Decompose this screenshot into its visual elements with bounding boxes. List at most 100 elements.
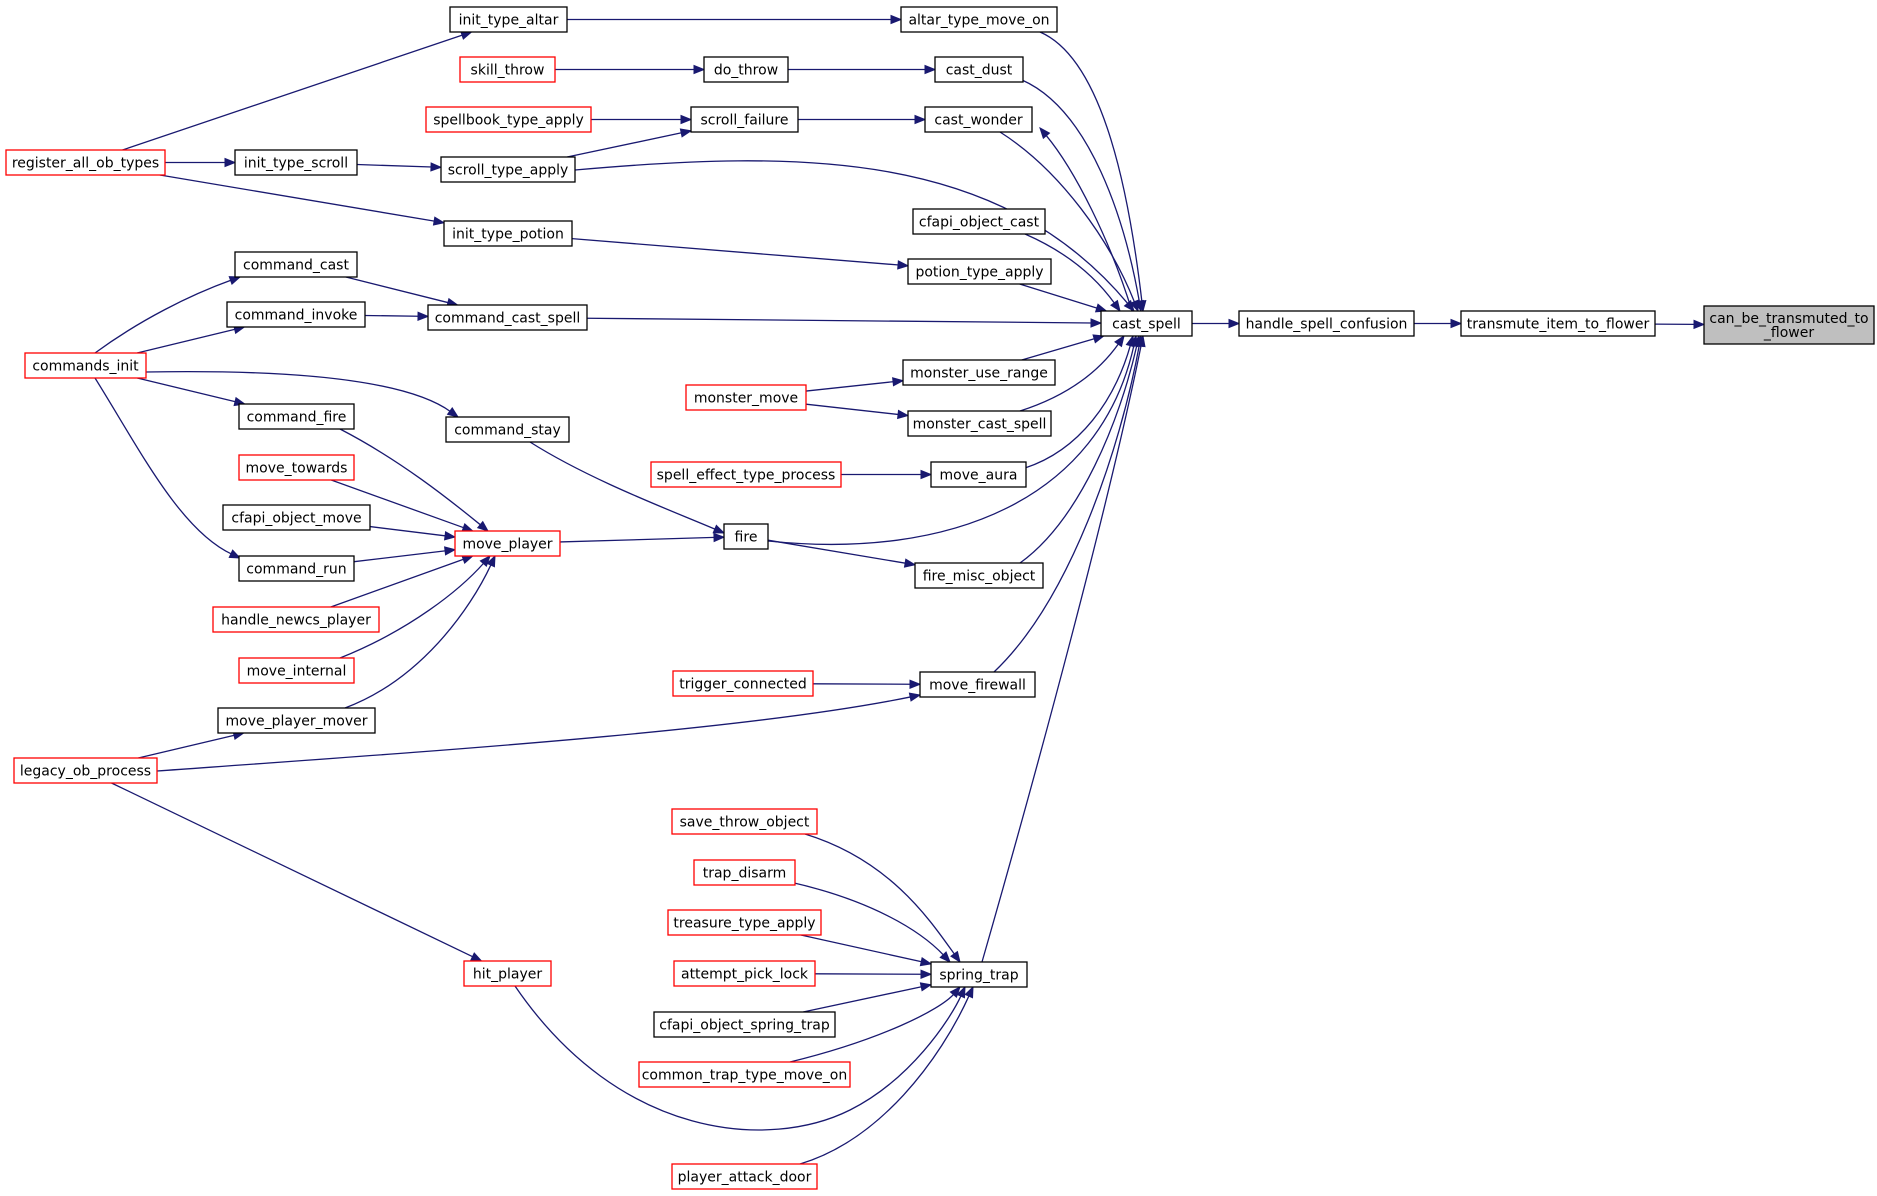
node-box[interactable] (443, 220, 573, 247)
node-box[interactable] (912, 208, 1046, 235)
node-box[interactable] (667, 909, 822, 936)
node-hit_player[interactable]: hit_player (463, 960, 552, 987)
node-move_player[interactable]: move_player (454, 530, 561, 557)
node-box[interactable] (427, 304, 588, 331)
node-box[interactable] (934, 56, 1024, 83)
node-box[interactable] (1703, 305, 1875, 345)
node-do_throw[interactable]: do_throw (703, 56, 789, 83)
node-cast_wonder[interactable]: cast_wonder (924, 106, 1033, 133)
node-box[interactable] (425, 106, 592, 133)
node-handle_spell_confusion[interactable]: handle_spell_confusion (1238, 310, 1415, 337)
node-register_all_ob_types[interactable]: register_all_ob_types (5, 149, 166, 176)
node-fire_misc_object[interactable]: fire_misc_object (914, 562, 1044, 589)
node-box[interactable] (690, 106, 799, 133)
node-spellbook_type_apply[interactable]: spellbook_type_apply (425, 106, 592, 133)
node-init_type_scroll[interactable]: init_type_scroll (234, 149, 358, 176)
node-init_type_altar[interactable]: init_type_altar (449, 6, 568, 33)
node-box[interactable] (24, 352, 147, 379)
node-cast_spell[interactable]: cast_spell (1100, 310, 1193, 337)
node-transmute_item_to_flower[interactable]: transmute_item_to_flower (1460, 310, 1656, 337)
node-box[interactable] (638, 1061, 851, 1088)
node-cfapi_object_spring_trap[interactable]: cfapi_object_spring_trap (653, 1011, 836, 1038)
node-trap_disarm[interactable]: trap_disarm (693, 859, 796, 886)
node-box[interactable] (673, 960, 816, 987)
node-box[interactable] (671, 1163, 818, 1190)
node-common_trap_type_move_on[interactable]: common_trap_type_move_on (638, 1061, 851, 1088)
node-box[interactable] (653, 1011, 836, 1038)
node-command_run[interactable]: command_run (238, 555, 355, 582)
node-command_fire[interactable]: command_fire (238, 403, 355, 430)
node-handle_newcs_player[interactable]: handle_newcs_player (212, 606, 380, 633)
node-box[interactable] (685, 384, 807, 411)
node-box[interactable] (1238, 310, 1415, 337)
node-scroll_type_apply[interactable]: scroll_type_apply (440, 156, 576, 183)
node-scroll_failure[interactable]: scroll_failure (690, 106, 799, 133)
node-spring_trap[interactable]: spring_trap (930, 961, 1028, 988)
node-box[interactable] (1100, 310, 1193, 337)
node-monster_cast_spell[interactable]: monster_cast_spell (907, 410, 1052, 437)
node-box[interactable] (217, 707, 376, 734)
node-box[interactable] (238, 555, 355, 582)
node-attempt_pick_lock[interactable]: attempt_pick_lock (673, 960, 816, 987)
node-move_firewall[interactable]: move_firewall (919, 671, 1036, 698)
node-save_throw_object[interactable]: save_throw_object (671, 808, 818, 835)
node-box[interactable] (907, 410, 1052, 437)
node-box[interactable] (723, 523, 769, 550)
node-init_type_potion[interactable]: init_type_potion (443, 220, 573, 247)
node-box[interactable] (459, 56, 556, 83)
node-box[interactable] (238, 403, 355, 430)
node-box[interactable] (930, 461, 1027, 488)
node-box[interactable] (5, 149, 166, 176)
node-fire[interactable]: fire (723, 523, 769, 550)
node-box[interactable] (440, 156, 576, 183)
node-move_internal[interactable]: move_internal (238, 657, 355, 684)
node-box[interactable] (454, 530, 561, 557)
node-box[interactable] (234, 149, 358, 176)
node-move_towards[interactable]: move_towards (238, 454, 355, 481)
node-player_attack_door[interactable]: player_attack_door (671, 1163, 818, 1190)
node-move_aura[interactable]: move_aura (930, 461, 1027, 488)
node-box[interactable] (930, 961, 1028, 988)
node-box[interactable] (226, 301, 366, 328)
node-box[interactable] (902, 359, 1056, 386)
node-box[interactable] (238, 454, 355, 481)
node-box[interactable] (222, 504, 371, 531)
node-box[interactable] (13, 757, 158, 784)
node-move_player_mover[interactable]: move_player_mover (217, 707, 376, 734)
node-box[interactable] (1460, 310, 1656, 337)
node-box[interactable] (463, 960, 552, 987)
node-cast_dust[interactable]: cast_dust (934, 56, 1024, 83)
node-cfapi_object_cast[interactable]: cfapi_object_cast (912, 208, 1046, 235)
node-monster_use_range[interactable]: monster_use_range (902, 359, 1056, 386)
node-box[interactable] (914, 562, 1044, 589)
node-altar_type_move_on[interactable]: altar_type_move_on (900, 6, 1058, 33)
node-can_be_transmuted[interactable]: can_be_transmuted_to_flower (1703, 305, 1875, 345)
node-potion_type_apply[interactable]: potion_type_apply (907, 258, 1052, 285)
node-box[interactable] (672, 670, 814, 697)
node-box[interactable] (234, 251, 358, 278)
node-trigger_connected[interactable]: trigger_connected (672, 670, 814, 697)
node-box[interactable] (445, 416, 570, 443)
node-command_stay[interactable]: command_stay (445, 416, 570, 443)
node-command_invoke[interactable]: command_invoke (226, 301, 366, 328)
node-box[interactable] (900, 6, 1058, 33)
node-box[interactable] (919, 671, 1036, 698)
node-command_cast[interactable]: command_cast (234, 251, 358, 278)
node-box[interactable] (449, 6, 568, 33)
node-commands_init[interactable]: commands_init (24, 352, 147, 379)
node-command_cast_spell[interactable]: command_cast_spell (427, 304, 588, 331)
node-box[interactable] (924, 106, 1033, 133)
node-cfapi_object_move[interactable]: cfapi_object_move (222, 504, 371, 531)
node-box[interactable] (703, 56, 789, 83)
node-box[interactable] (907, 258, 1052, 285)
node-spell_effect_type_process[interactable]: spell_effect_type_process (650, 461, 842, 488)
node-monster_move[interactable]: monster_move (685, 384, 807, 411)
node-box[interactable] (238, 657, 355, 684)
node-box[interactable] (212, 606, 380, 633)
node-legacy_ob_process[interactable]: legacy_ob_process (13, 757, 158, 784)
node-skill_throw[interactable]: skill_throw (459, 56, 556, 83)
node-box[interactable] (650, 461, 842, 488)
node-box[interactable] (693, 859, 796, 886)
node-treasure_type_apply[interactable]: treasure_type_apply (667, 909, 822, 936)
node-box[interactable] (671, 808, 818, 835)
